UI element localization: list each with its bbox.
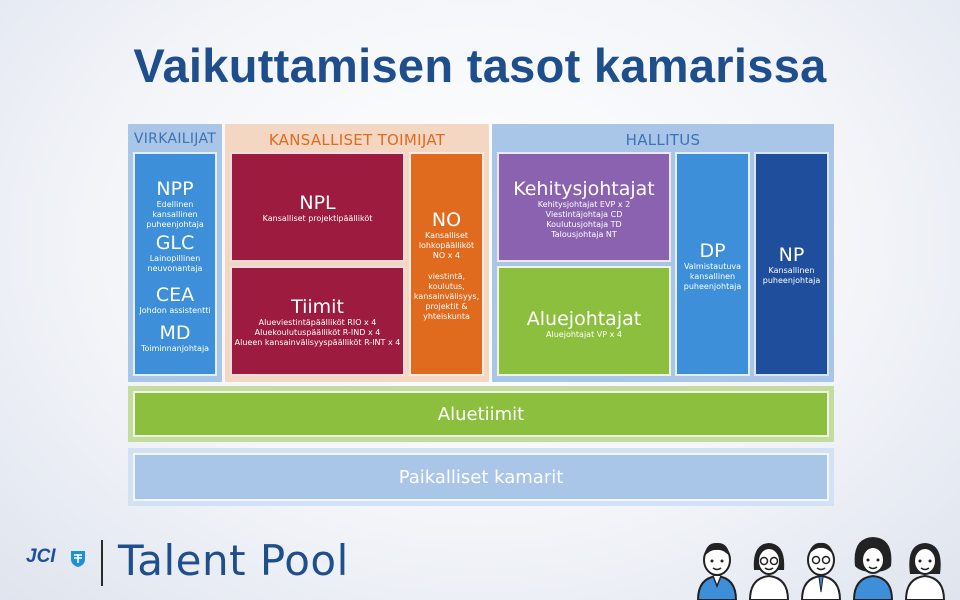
kehitysjohtajat-box: Kehitysjohtajat Kehitysjohtajat EVP x 2 …: [497, 152, 671, 262]
npp-desc: Edellinen kansallinen puheenjohtaja: [146, 200, 204, 229]
md-abbr: MD: [159, 322, 191, 344]
no-area-3: kansainvälisyys,: [413, 292, 480, 301]
aluejohtajat-line: Aluejohtajat VP x 4: [546, 330, 622, 339]
no-abbr: NO: [431, 209, 462, 231]
kehitysjohtajat-line-3: Koulutusjohtaja TD: [546, 220, 622, 229]
cea-desc: Johdon assistentti: [139, 306, 211, 315]
person-man-2-icon: [800, 542, 842, 600]
dp-box: DP Valmistautuva kansallinen puheenjohta…: [675, 152, 750, 376]
virkailija-cea: CEA Johdon assistentti: [135, 284, 215, 316]
no-line-3: NO x 4: [432, 251, 461, 260]
tiimit-line-2: Aluekoulutuspäälliköt R-IND x 4: [254, 328, 381, 337]
aluetiimit-label: Aluetiimit: [437, 404, 525, 425]
jci-emblem-icon: [71, 551, 85, 567]
no-area-2: koulutus,: [428, 282, 465, 291]
talent-pool-brand: Talent Pool: [118, 536, 349, 585]
npl-abbr: NPL: [299, 192, 336, 214]
kehitysjohtajat-line-4: Talousjohtaja NT: [551, 230, 617, 239]
aluetiimit-bar: Aluetiimit: [133, 391, 829, 437]
no-line-2: lohkopäälliköt: [418, 241, 475, 250]
npl-box: NPL Kansalliset projektipäälliköt: [230, 152, 405, 262]
aluejohtajat-box: Aluejohtajat Aluejohtajat VP x 4: [497, 266, 671, 376]
np-abbr: NP: [778, 244, 805, 266]
dp-abbr: DP: [699, 240, 726, 262]
virkailija-glc: GLC Lainopillinen neuvonantaja: [135, 232, 215, 274]
dp-line-2: kansallinen: [689, 272, 736, 281]
np-line-2: puheenjohtaja: [762, 276, 821, 285]
cea-abbr: CEA: [155, 284, 195, 306]
person-woman-1-icon: [748, 543, 790, 600]
npp-abbr: NPP: [156, 178, 194, 200]
aluejohtajat-title: Aluejohtajat: [526, 308, 642, 330]
no-line-1: Kansalliset: [424, 231, 469, 240]
no-area-1: viestintä,: [427, 272, 466, 281]
dp-line-1: Valmistautuva: [683, 262, 742, 271]
md-desc: Toiminnanjohtaja: [140, 344, 210, 353]
kehitysjohtajat-line-1: Kehitysjohtajat EVP x 2: [537, 200, 631, 209]
no-area-4: projektit &: [425, 302, 468, 311]
kansalliset-toimijat-header: KANSALLISET TOIMIJAT: [268, 131, 446, 149]
no-area-5: yhteiskunta: [423, 312, 470, 321]
kehitysjohtajat-title: Kehitysjohtajat: [513, 178, 655, 200]
tiimit-box: Tiimit Alueviestintäpäälliköt RIO x 4 Al…: [230, 266, 405, 376]
dp-line-3: puheenjohtaja: [683, 282, 742, 291]
virkailijat-box: NPP Edellinen kansallinen puheenjohtaja …: [133, 152, 217, 376]
tiimit-line-3: Alueen kansainvälisyyspäälliköt R-INT x …: [234, 338, 401, 347]
hallitus-header: HALLITUS: [625, 131, 701, 149]
paikalliset-bar: Paikalliset kamarit: [133, 453, 829, 501]
np-box: NP Kansallinen puheenjohtaja: [754, 152, 829, 376]
person-woman-2-icon: [852, 537, 894, 600]
tiimit-line-1: Alueviestintäpäälliköt RIO x 4: [258, 318, 377, 327]
page-title: Vaikuttamisen tasot kamarissa: [133, 39, 827, 92]
jci-logo: JCI: [26, 546, 96, 570]
footer-divider: [101, 540, 103, 586]
person-man-1-icon: [696, 542, 738, 600]
kehitysjohtajat-line-2: Viestintäjohtaja CD: [545, 210, 623, 219]
glc-abbr: GLC: [155, 232, 195, 254]
tiimit-title: Tiimit: [291, 296, 344, 318]
np-line-1: Kansallinen: [768, 266, 815, 275]
npl-desc: Kansalliset projektipäälliköt: [262, 214, 373, 223]
person-icons: [696, 537, 946, 600]
jci-logo-text: JCI: [26, 546, 56, 567]
virkailija-md: MD Toiminnanjohtaja: [135, 322, 215, 354]
paikalliset-label: Paikalliset kamarit: [398, 467, 564, 488]
person-woman-3-icon: [904, 543, 946, 600]
virkailija-npp: NPP Edellinen kansallinen puheenjohtaja: [135, 178, 215, 230]
no-box: NO Kansalliset lohkopäälliköt NO x 4 vie…: [409, 152, 484, 376]
virkailijat-header: VIRKAILIJAT: [133, 131, 217, 147]
glc-desc: Lainopillinen neuvonantaja: [147, 254, 203, 273]
